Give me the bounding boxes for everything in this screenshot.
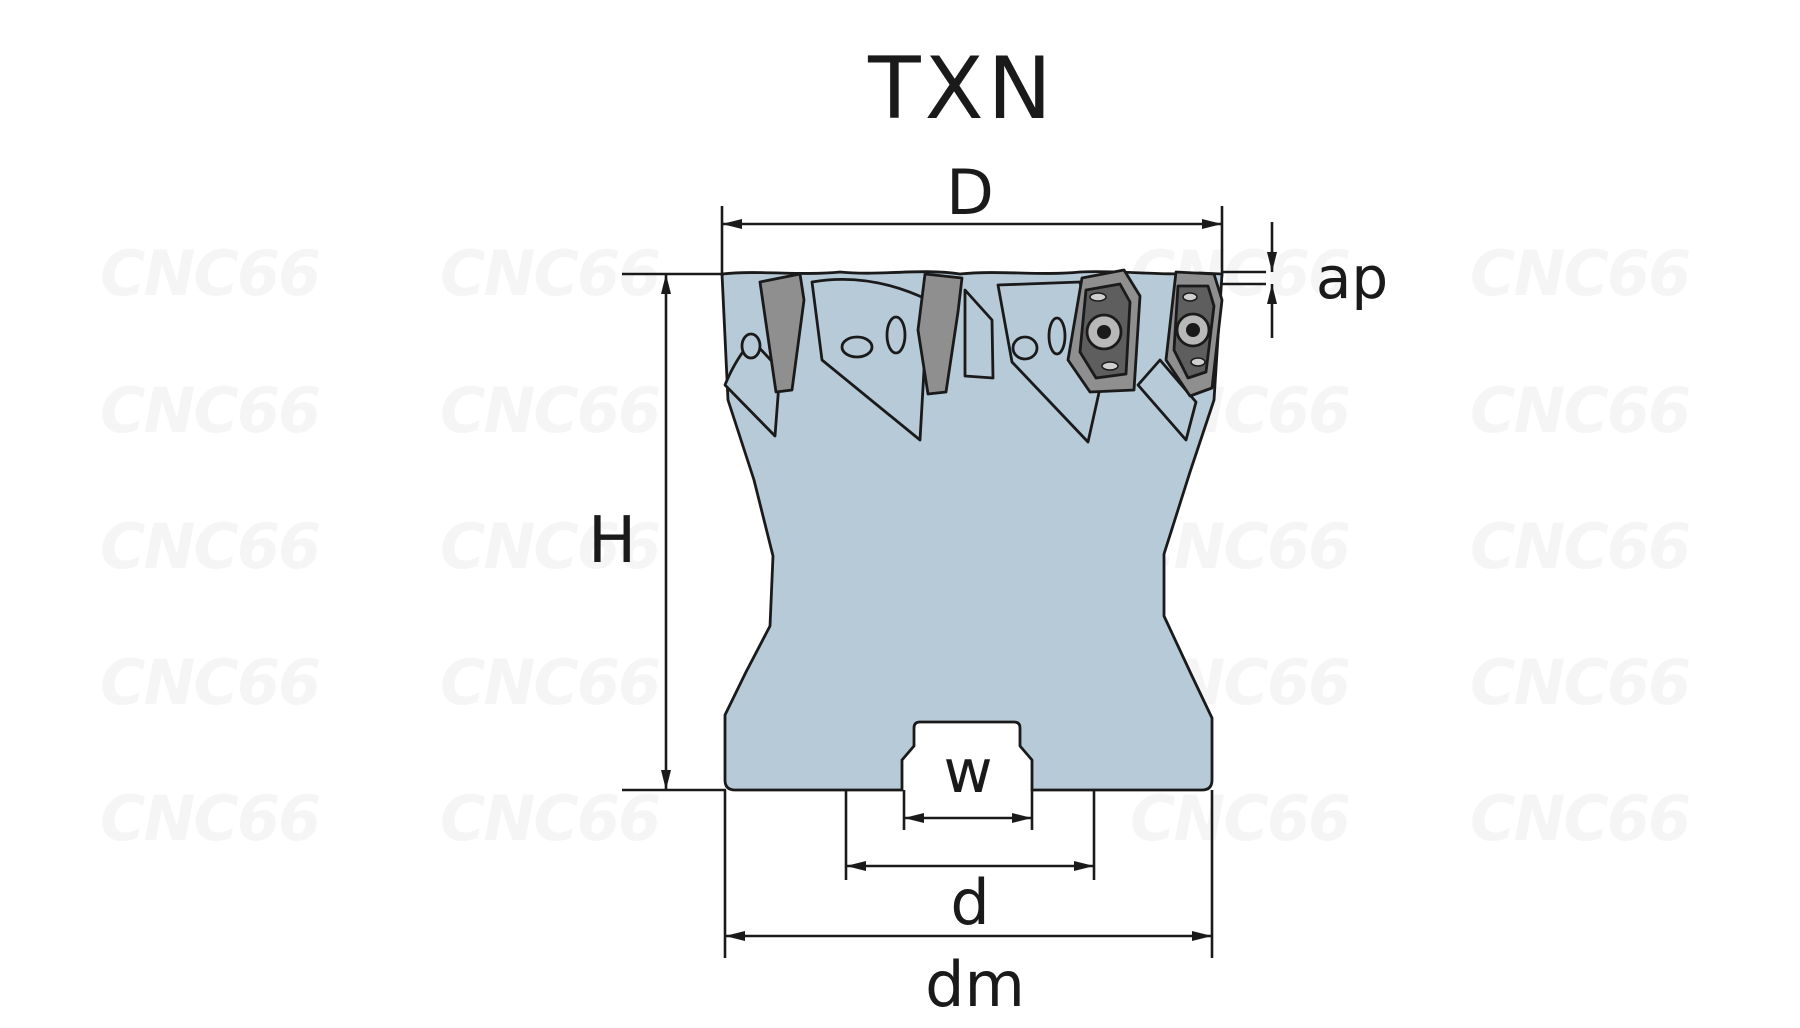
dimension-ap: ap — [1222, 222, 1388, 338]
dimension-dm: dm — [723, 790, 1214, 1021]
flute-pocket — [1136, 358, 1198, 442]
coolant-hole — [1047, 316, 1067, 356]
watermark: CNC66 — [440, 374, 659, 447]
flute-pocket — [963, 288, 995, 380]
coolant-hole — [885, 315, 907, 355]
cutting-insert-face — [1164, 270, 1224, 398]
label-ap: ap — [1316, 244, 1388, 312]
watermark: CNC66 — [1470, 510, 1689, 583]
cutting-insert-face — [1066, 268, 1142, 394]
watermark: CNC66 — [100, 237, 319, 310]
watermark: CNC66 — [100, 510, 319, 583]
watermark: CNC66 — [440, 782, 659, 855]
watermark: CNC66 — [1470, 646, 1689, 719]
cutting-insert — [916, 272, 964, 396]
watermark: CNC66 — [1470, 237, 1689, 310]
label-D: D — [946, 156, 994, 229]
cutter-body — [720, 268, 1224, 792]
dimension-w: w — [902, 737, 1034, 830]
label-d: d — [950, 866, 989, 939]
coolant-hole — [840, 335, 874, 359]
watermark: CNC66 — [100, 646, 319, 719]
watermark: CNC66 — [100, 782, 319, 855]
coolant-hole — [1011, 335, 1039, 361]
diagram-title: TXN — [867, 39, 1056, 139]
watermark: CNC66 — [100, 374, 319, 447]
coolant-hole — [740, 332, 762, 360]
dimension-H: H — [588, 272, 726, 792]
label-dm: dm — [925, 948, 1025, 1021]
cutting-insert — [758, 272, 806, 394]
watermark: CNC66 — [1130, 782, 1349, 855]
dimension-D: D — [720, 156, 1224, 276]
watermark: CNC66 — [440, 646, 659, 719]
dimension-d: d — [844, 790, 1096, 939]
watermark: CNC66 — [1470, 782, 1689, 855]
label-H: H — [588, 504, 636, 578]
watermark: CNC66 — [1470, 374, 1689, 447]
label-w: w — [943, 737, 992, 807]
